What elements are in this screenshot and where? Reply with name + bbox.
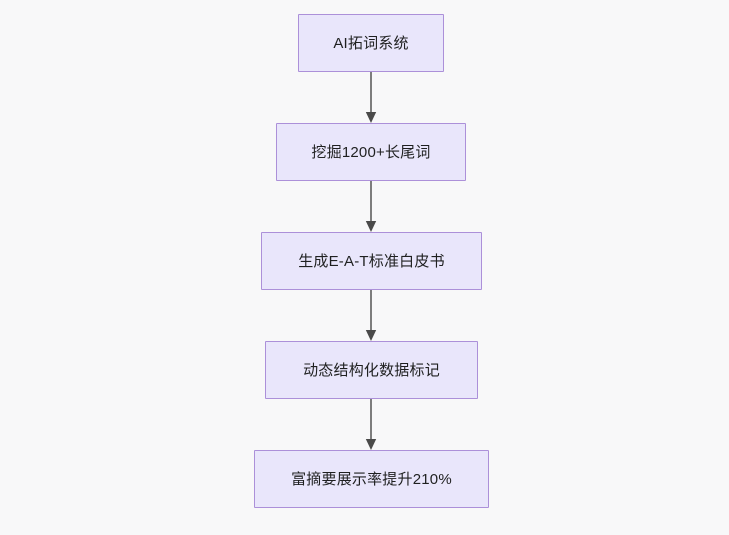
edge-n4-n5: [365, 399, 377, 450]
edge-n1-n2: [365, 72, 377, 123]
flowchart-node-2[interactable]: 挖掘1200+长尾词: [276, 123, 466, 181]
flowchart-node-3-label: 生成E-A-T标准白皮书: [298, 252, 445, 270]
edge-n3-n4: [365, 290, 377, 341]
flowchart-node-1-label: AI拓词系统: [333, 34, 409, 52]
flowchart-node-4-label: 动态结构化数据标记: [303, 361, 440, 379]
flowchart-node-2-label: 挖掘1200+长尾词: [311, 143, 431, 161]
flowchart-node-5-label: 富摘要展示率提升210%: [291, 470, 452, 488]
flowchart-node-3[interactable]: 生成E-A-T标准白皮书: [261, 232, 482, 290]
flowchart-node-5[interactable]: 富摘要展示率提升210%: [254, 450, 489, 508]
flowchart-node-1[interactable]: AI拓词系统: [298, 14, 444, 72]
flowchart-node-4[interactable]: 动态结构化数据标记: [265, 341, 478, 399]
edge-n2-n3: [365, 181, 377, 232]
